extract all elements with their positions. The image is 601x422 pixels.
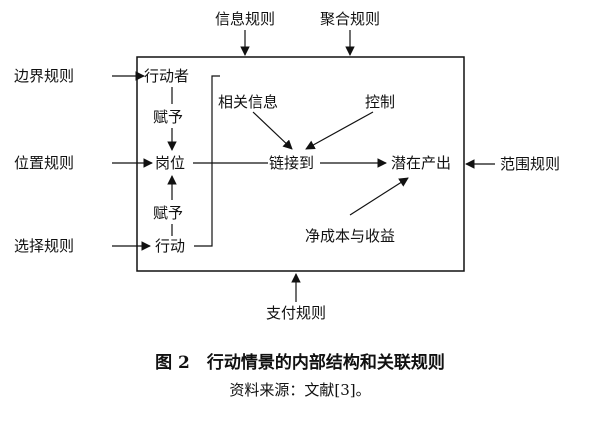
aggregation-rules-label: 聚合规则 bbox=[320, 10, 380, 28]
arrow-related-info-to-link bbox=[252, 111, 293, 150]
action-label: 行动 bbox=[155, 237, 185, 255]
position-rules-label: 位置规则 bbox=[14, 154, 74, 172]
boundary-rules-label: 边界规则 bbox=[14, 67, 74, 85]
actor-label: 行动者 bbox=[144, 67, 189, 85]
action-situation-frame bbox=[136, 56, 465, 272]
net-cost-label: 净成本与收益 bbox=[305, 227, 395, 245]
related-info-label: 相关信息 bbox=[218, 93, 278, 111]
line-action-to-link bbox=[194, 163, 213, 247]
assign-label-bottom: 赋予 bbox=[153, 204, 183, 222]
control-label: 控制 bbox=[365, 93, 395, 111]
link-label: 链接到 bbox=[269, 154, 314, 172]
scope-rules-label: 范围规则 bbox=[500, 155, 560, 173]
arrow-control-to-link bbox=[305, 111, 374, 150]
assign-label-top: 赋予 bbox=[153, 108, 183, 126]
figure-caption-title: 图 2 行动情景的内部结构和关联规则 bbox=[155, 352, 445, 373]
information-rules-label: 信息规则 bbox=[215, 10, 275, 28]
choice-rules-label: 选择规则 bbox=[14, 237, 74, 255]
position-label: 岗位 bbox=[155, 154, 185, 172]
arrow-net-cost-to-outcome bbox=[349, 177, 409, 216]
outcome-label: 潜在产出 bbox=[391, 154, 451, 172]
payoff-rules-label: 支付规则 bbox=[266, 304, 326, 322]
line-actor-to-link bbox=[211, 75, 220, 163]
figure-caption-source: 资料来源：文献[3]。 bbox=[229, 381, 370, 399]
